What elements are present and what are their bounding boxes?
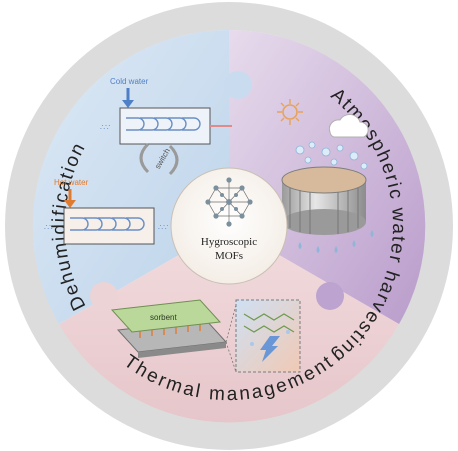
svg-text:∴∵: ∴∵ <box>44 223 54 232</box>
water-droplet-icon <box>298 230 374 253</box>
sun-icon <box>277 99 303 125</box>
sorbent-plate <box>110 299 222 333</box>
cold-water-label: Cold water <box>110 77 149 86</box>
water-flow-arrow <box>260 336 280 362</box>
device-stack: sorbent <box>110 299 228 358</box>
switch-arrow-right <box>168 144 179 176</box>
switch-arrow-left <box>139 142 150 174</box>
awh-illustration <box>277 99 374 253</box>
center-hub: Hygroscopic MOFs <box>170 167 288 285</box>
water-droplet-cluster <box>295 141 368 170</box>
hub-label-line2: MOFs <box>215 250 243 262</box>
puzzle-tab-left <box>90 282 118 310</box>
thermal-management-illustration: sorbent <box>110 299 301 373</box>
puzzle-tab-top <box>224 71 252 99</box>
svg-text:∴∵: ∴∵ <box>158 223 168 232</box>
sorbent-label: sorbent <box>150 313 177 322</box>
puzzle-tab-right <box>316 282 344 310</box>
sector-thermal-management <box>59 226 399 423</box>
cloud-icon <box>328 114 369 138</box>
vapor-in-dots-top: ∴∵ <box>100 123 110 132</box>
heat-exchanger-bottom <box>63 207 155 245</box>
sorbent-drum <box>281 166 367 235</box>
hub-label-line1: Hygroscopic <box>201 236 257 248</box>
heat-exchanger-top <box>119 107 211 145</box>
zoom-inset <box>235 299 301 373</box>
hot-water-label: Hot water <box>54 178 89 187</box>
mof-crystal-icon <box>205 177 253 227</box>
